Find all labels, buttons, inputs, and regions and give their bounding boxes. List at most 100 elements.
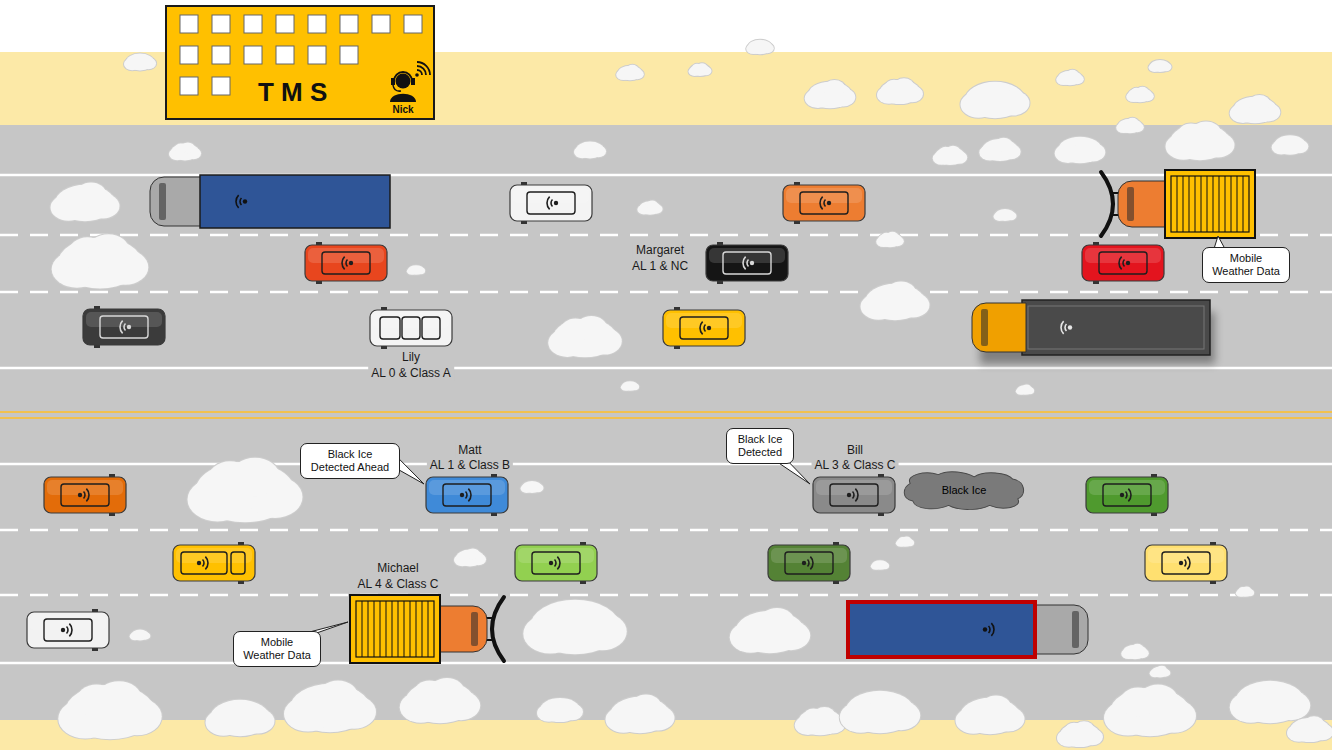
snow-pile bbox=[169, 142, 201, 160]
signal-arc bbox=[853, 491, 854, 498]
snow-puff bbox=[561, 704, 583, 721]
snow-puff bbox=[208, 461, 253, 497]
snow-puff bbox=[1248, 95, 1270, 112]
car bbox=[768, 542, 850, 584]
snow-puff bbox=[840, 702, 882, 733]
vehicle-label: AL 0 & Class A bbox=[368, 366, 454, 381]
snow-puff bbox=[997, 90, 1030, 115]
snow-pile bbox=[621, 381, 639, 391]
microphone bbox=[393, 85, 401, 91]
car bbox=[706, 242, 788, 284]
car-window bbox=[402, 317, 420, 339]
car-highlight bbox=[176, 548, 252, 563]
snow-pile bbox=[606, 694, 675, 733]
signal-arc bbox=[1065, 324, 1066, 331]
snow-pile bbox=[574, 142, 606, 159]
snow-puff bbox=[1304, 716, 1324, 731]
plow-arm bbox=[487, 617, 494, 619]
signal-arc bbox=[69, 624, 72, 637]
median-line bbox=[0, 417, 1332, 419]
signal-arc bbox=[743, 257, 746, 270]
signal-dot bbox=[549, 561, 553, 565]
snow-pile bbox=[1287, 716, 1332, 742]
window bbox=[340, 15, 358, 33]
hopper-rib bbox=[1231, 176, 1232, 232]
snow-puff bbox=[939, 147, 953, 158]
car-window bbox=[830, 484, 878, 506]
snow-puff bbox=[880, 562, 889, 569]
car-body bbox=[783, 185, 865, 221]
tms-building: T M SNick bbox=[165, 5, 435, 120]
signal-dot bbox=[750, 261, 754, 265]
snow-puff bbox=[804, 709, 824, 725]
signal-dot bbox=[61, 628, 65, 632]
car-highlight bbox=[373, 313, 449, 328]
hopper-rib bbox=[374, 601, 375, 657]
hopper-rib bbox=[398, 601, 399, 657]
car-body bbox=[305, 245, 387, 281]
window bbox=[244, 46, 262, 64]
snow-puff bbox=[630, 383, 639, 390]
signal-arc bbox=[417, 66, 426, 75]
lane-edge bbox=[0, 662, 1332, 665]
car-window bbox=[422, 317, 440, 339]
plow-arm bbox=[487, 639, 494, 641]
snow-pile bbox=[961, 82, 1030, 118]
snow-puff bbox=[840, 702, 882, 733]
hopper-rib bbox=[386, 601, 387, 657]
snow-pile bbox=[130, 630, 151, 641]
snow-pile bbox=[521, 481, 544, 493]
snow-pile bbox=[1056, 70, 1084, 85]
signal-arc bbox=[236, 195, 239, 208]
signal-dot bbox=[127, 325, 131, 329]
semi-truck bbox=[848, 602, 1088, 657]
hopper-rib bbox=[392, 601, 393, 657]
callout-text: Mobile Weather Data bbox=[1209, 252, 1283, 278]
snow-pile bbox=[994, 209, 1017, 221]
snow-puff bbox=[886, 281, 916, 304]
snow-puff bbox=[1081, 143, 1105, 161]
car bbox=[27, 609, 109, 651]
snow-puff bbox=[533, 484, 544, 492]
car bbox=[1145, 542, 1227, 584]
snow-pile bbox=[454, 548, 486, 566]
car-body bbox=[813, 477, 895, 513]
signal-dot bbox=[1179, 561, 1183, 565]
car bbox=[305, 242, 387, 284]
callout-text: Black Ice Detected bbox=[733, 433, 787, 459]
hopper-rib bbox=[1237, 176, 1238, 232]
signal-dot bbox=[847, 493, 851, 497]
signal-arc bbox=[820, 197, 823, 210]
snow-puff bbox=[1120, 687, 1156, 716]
snow-puff bbox=[981, 695, 1011, 718]
snow-puff bbox=[1149, 63, 1161, 72]
snow-puff bbox=[693, 64, 702, 71]
snow-puff bbox=[533, 484, 544, 492]
car-window bbox=[443, 484, 491, 506]
snow-pile bbox=[400, 678, 481, 723]
snowplow-truck bbox=[350, 595, 504, 663]
hopper-inner bbox=[356, 601, 434, 657]
signal-dot bbox=[554, 201, 558, 205]
lane-divider bbox=[0, 529, 1332, 532]
snow-puff bbox=[761, 43, 774, 53]
signal-dot bbox=[349, 261, 353, 265]
signal-arc bbox=[824, 199, 825, 206]
signal-dot bbox=[1068, 325, 1072, 329]
signal-arc bbox=[704, 324, 705, 331]
car-body bbox=[173, 545, 255, 581]
vehicle-label: Margaret bbox=[633, 243, 687, 258]
windshield bbox=[159, 183, 166, 220]
snow-pile bbox=[548, 316, 622, 357]
signal-arc bbox=[1185, 559, 1186, 566]
snow-puff bbox=[1272, 691, 1311, 720]
snow-puff bbox=[1006, 212, 1017, 220]
snow-puff bbox=[76, 182, 106, 205]
snow-puff bbox=[760, 608, 795, 635]
signal-dot bbox=[197, 561, 201, 565]
snow-puff bbox=[1230, 692, 1272, 723]
signal-arc bbox=[1126, 491, 1127, 498]
callout-box: Mobile Weather Data bbox=[1202, 247, 1290, 283]
signal-arc bbox=[1061, 321, 1064, 334]
